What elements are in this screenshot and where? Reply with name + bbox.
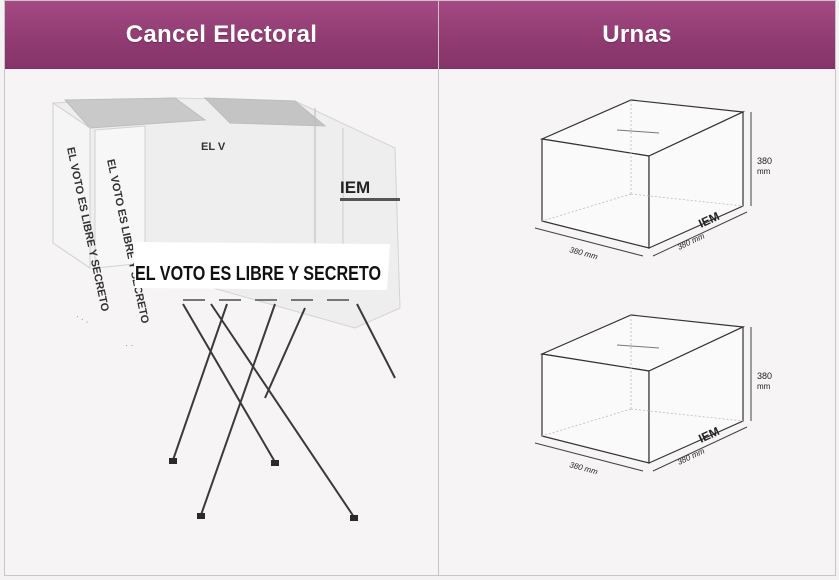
comparison-table: Cancel Electoral Urnas EL VOTO ES LIBRE …: [4, 0, 836, 576]
booth-desk-front: [133, 242, 390, 290]
header-cancel-electoral: Cancel Electoral: [125, 20, 318, 48]
urn-2-height-unit: mm: [757, 382, 771, 391]
urns-cell: 380 mm 380 mm 380 mm IEM 380: [439, 68, 835, 575]
urn-2-illustration: 380 mm 380 mm 380 mm IEM: [534, 314, 772, 476]
booth-banner-text: EL VOTO ES LIBRE Y SECRETO: [135, 263, 381, 285]
table-header: Cancel Electoral Urnas: [5, 1, 835, 69]
svg-text:· ·: · ·: [125, 340, 134, 350]
urn-2-width-label: 380 mm: [568, 460, 599, 476]
urn-1-width-label: 380 mm: [568, 245, 599, 261]
column-divider: [438, 1, 439, 575]
booth-roof-left: [63, 97, 207, 129]
urn-1-slot: [616, 129, 660, 134]
booth-top-text: EL V: [201, 141, 226, 153]
urn-1-illustration: 380 mm 380 mm 380 mm IEM: [534, 99, 772, 261]
booth-roof-right: [203, 97, 327, 127]
urn-1-height-unit: mm: [757, 167, 771, 176]
logo-underline: [340, 198, 400, 201]
leg-feet: [169, 458, 358, 521]
urn-2-slot: [616, 344, 660, 349]
iem-logo-booth: IEM: [340, 178, 370, 197]
booth-cell: EL VOTO ES LIBRE Y SECRETO EL VOTO ES LI…: [5, 68, 438, 575]
booth-legs: [172, 303, 396, 518]
svg-text:· · ·: · · ·: [74, 311, 91, 327]
booth-side-left: [52, 102, 91, 269]
voting-booth-illustration: EL VOTO ES LIBRE Y SECRETO EL VOTO ES LI…: [52, 97, 401, 521]
urn-2-height-label: 380: [757, 371, 772, 381]
urn-1-height-label: 380: [757, 156, 772, 166]
header-urnas: Urnas: [602, 20, 672, 48]
